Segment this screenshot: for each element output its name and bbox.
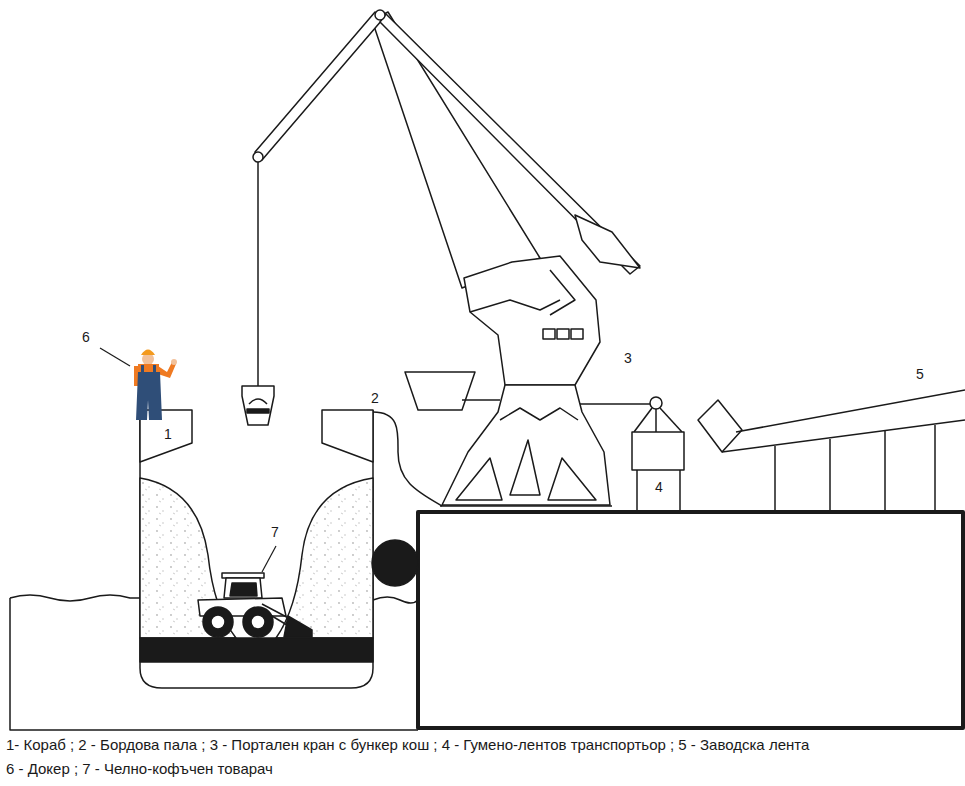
rubber-belt-conveyor — [632, 432, 684, 470]
callout-number: 6 — [82, 330, 90, 345]
conveyor-post — [679, 470, 681, 510]
conveyor-strut — [660, 408, 682, 432]
conveyor-strut — [655, 409, 657, 432]
portal-opening — [510, 440, 540, 495]
water-line — [373, 597, 418, 603]
cabin-window — [543, 329, 555, 339]
cargo-pile — [276, 478, 373, 638]
factory-belt — [722, 420, 965, 452]
cargo-pile — [140, 478, 236, 638]
fender — [372, 540, 418, 586]
belt-chute — [698, 400, 742, 452]
hopper — [405, 372, 475, 410]
pulley — [253, 152, 263, 162]
callout-number: 2 — [371, 391, 379, 406]
hold-floor — [140, 638, 373, 662]
conveyor-arm — [580, 403, 650, 405]
crane-counterweight — [575, 215, 640, 268]
ship-hull — [140, 410, 373, 688]
cabin-window — [571, 329, 583, 339]
crane-portal — [442, 385, 610, 505]
water-line — [10, 595, 140, 601]
crane-tie — [380, 14, 640, 274]
callout-number: 1 — [164, 427, 172, 442]
conveyor-post — [636, 470, 638, 510]
quay — [418, 512, 963, 728]
belt-support — [774, 446, 776, 510]
leader-line — [262, 546, 276, 572]
side-board — [373, 412, 442, 506]
grab-bucket — [242, 386, 274, 425]
portal-brace — [500, 408, 578, 420]
caption-line: 1- Кораб ; 2 - Бордова пала ; 3 - Портал… — [6, 737, 809, 754]
conveyor-strut — [634, 408, 652, 432]
pulley — [650, 397, 662, 409]
callout-number: 5 — [916, 367, 924, 382]
crane-jib — [255, 12, 382, 160]
crane-detail — [550, 270, 575, 315]
hopper-arm — [462, 399, 500, 401]
pulley — [375, 10, 385, 20]
portal-opening — [456, 458, 502, 500]
crane-tower — [464, 256, 600, 385]
ship-deck — [322, 410, 373, 462]
cabin-window — [557, 329, 569, 339]
crane-detail — [470, 300, 560, 312]
front-loader — [198, 573, 312, 637]
leader-line — [100, 348, 130, 366]
ship-deck — [140, 410, 192, 462]
caption-line: 6 - Докер ; 7 - Челно-кофъчен товарач — [6, 761, 273, 778]
hoist-rope — [257, 162, 259, 386]
callout-number: 4 — [655, 480, 663, 495]
grab-detail — [249, 399, 267, 404]
docker-figure — [134, 350, 177, 421]
callout-number: 3 — [624, 351, 632, 366]
portal-base — [440, 505, 612, 507]
belt-support — [884, 431, 886, 510]
belt-support — [829, 439, 831, 510]
portal-opening — [548, 458, 596, 500]
callout-number: 7 — [271, 525, 279, 540]
belt-support — [934, 425, 936, 510]
factory-belt — [736, 390, 965, 432]
grab-detail — [247, 409, 269, 413]
